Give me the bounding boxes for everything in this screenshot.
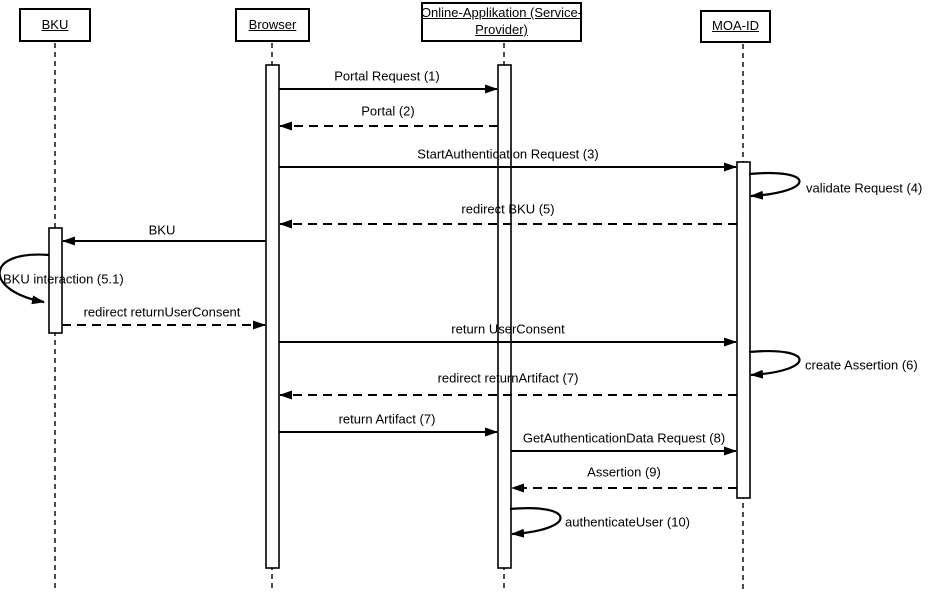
self-message-arrow bbox=[0, 253, 50, 305]
message-label-self-3: authenticateUser (10) bbox=[565, 514, 691, 530]
self-message-arrow bbox=[748, 172, 801, 200]
activation-bar-moa-id bbox=[736, 161, 751, 499]
actor-label: BKU bbox=[41, 16, 69, 32]
message-label-9: GetAuthenticationData Request (8) bbox=[522, 430, 726, 446]
message-label-2: StartAuthentication Request (3) bbox=[417, 146, 599, 162]
message-label-self-0: validate Request (4) bbox=[806, 180, 923, 196]
message-label-8: return Artifact (7) bbox=[338, 411, 436, 427]
message-label-self-2: create Assertion (6) bbox=[805, 357, 918, 373]
actor-box-browser: Browser bbox=[235, 8, 310, 42]
message-label-6: return UserConsent bbox=[451, 321, 565, 337]
self-message-arrow bbox=[748, 350, 801, 379]
message-label-5: redirect returnUserConsent bbox=[83, 304, 241, 320]
message-label-1: Portal (2) bbox=[361, 103, 415, 119]
self-message-arrow bbox=[509, 507, 562, 538]
actor-box-moa-id: MOA-ID bbox=[700, 10, 771, 43]
actor-box-bku: BKU bbox=[19, 8, 91, 42]
activation-bar-online-applikation bbox=[497, 64, 512, 569]
actor-label: Browser bbox=[248, 16, 297, 32]
actor-label: MOA-ID bbox=[712, 18, 759, 34]
actor-label: Online-Applikation (Service- bbox=[420, 5, 583, 21]
actor-label: Provider) bbox=[475, 22, 528, 37]
message-label-3: redirect BKU (5) bbox=[461, 201, 555, 217]
message-label-10: Assertion (9) bbox=[587, 464, 661, 480]
message-label-self-1: BKU interaction (5.1) bbox=[3, 271, 124, 287]
message-label-4: BKU bbox=[148, 222, 176, 238]
activation-bar-bku bbox=[48, 227, 63, 334]
actor-box-online-applikation: Online-Applikation (Service-Provider) bbox=[421, 2, 582, 42]
activation-bar-browser bbox=[265, 64, 280, 569]
message-label-0: Portal Request (1) bbox=[334, 68, 440, 84]
message-label-7: redirect returnArtifact (7) bbox=[437, 370, 579, 386]
